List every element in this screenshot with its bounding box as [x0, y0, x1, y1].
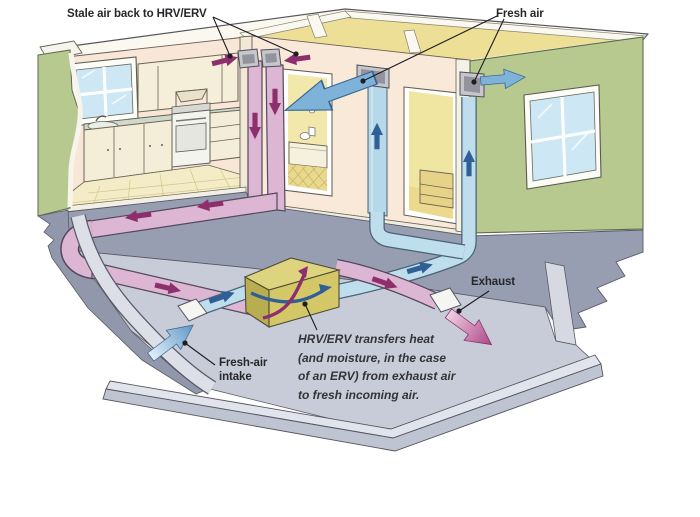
exhaust-label: Exhaust	[471, 276, 516, 288]
fresh-air-intake-label: Fresh-air intake	[219, 357, 267, 384]
kitchen-exhaust-grille	[237, 48, 260, 69]
hrv-caption-line3: of an ERV) from exhaust air	[298, 369, 456, 383]
left-exterior-wall	[37, 40, 83, 217]
bathtub	[288, 141, 328, 169]
toilet	[299, 132, 311, 140]
fresh-branch-hall	[370, 212, 466, 259]
fresh-air-label: Fresh air	[496, 8, 544, 20]
hrv-caption-line1: HRV/ERV transfers heat	[298, 332, 435, 346]
hrv-caption-line2: (and moisture, in the case	[298, 350, 447, 365]
bedroom-supply-grille	[459, 71, 485, 98]
heat-exchange-stale-arrow	[262, 272, 307, 320]
stale-riser-bath	[265, 62, 286, 212]
callout-leaders	[184, 15, 505, 366]
stove	[171, 102, 211, 168]
bath-exhaust-grille	[260, 48, 282, 68]
intake-hood-fitting	[177, 298, 208, 322]
bath-tile-floor	[288, 164, 327, 191]
hrv-caption-line4: to fresh incoming air.	[298, 387, 420, 402]
hrv-erv-unit	[243, 257, 342, 329]
hrv-caption: HRV/ERV transfers heat (and moisture, in…	[298, 330, 455, 404]
intake-label-line2: intake	[219, 370, 252, 383]
range-hood	[175, 88, 208, 103]
foundation-cut-face-left	[71, 214, 216, 394]
stale-air-label: Stale air back to HRV/ERV	[67, 8, 207, 20]
kitchen	[65, 36, 247, 211]
kitchen-window	[69, 56, 139, 127]
callout-dots	[182, 51, 477, 346]
bedroom-doorway	[403, 86, 459, 225]
exhaust-hood-fitting	[429, 287, 462, 313]
intake-label-line1: Fresh-air	[219, 357, 268, 369]
dresser	[419, 169, 454, 209]
right-exterior-wall	[455, 36, 644, 234]
right-window	[523, 84, 602, 190]
footing-front	[102, 363, 604, 452]
